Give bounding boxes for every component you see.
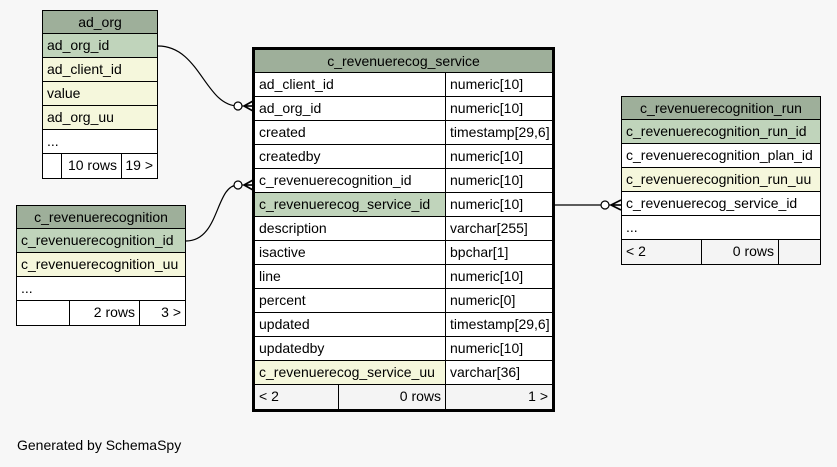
- column-name[interactable]: createdby: [255, 145, 446, 168]
- column-row[interactable]: c_revenuerecognition_id: [17, 229, 185, 253]
- column-name[interactable]: updatedby: [255, 337, 446, 360]
- table-ad-org[interactable]: ad_org ad_org_id ad_client_id value ad_o…: [42, 10, 158, 179]
- generated-by-caption: Generated by SchemaSpy: [17, 437, 182, 453]
- column-type: numeric[10]: [450, 100, 524, 116]
- column-name[interactable]: c_revenuerecog_service_uu: [255, 361, 446, 384]
- table-title[interactable]: c_revenuerecognition: [17, 206, 185, 229]
- column-row[interactable]: c_revenuerecognition_uu: [17, 253, 185, 277]
- link-revenuerecognition-circle: [233, 180, 243, 190]
- column-name[interactable]: created: [255, 121, 446, 144]
- column-type: numeric[10]: [450, 172, 524, 188]
- column-row[interactable]: c_revenuerecog_service_id: [622, 192, 820, 216]
- column-type: varchar[255]: [450, 220, 528, 236]
- table-title[interactable]: ad_org: [43, 11, 157, 34]
- column-row[interactable]: value: [43, 82, 157, 106]
- column-type: varchar[36]: [450, 364, 521, 380]
- table-title[interactable]: c_revenuerecognition_run: [622, 97, 820, 120]
- column-type: numeric[10]: [450, 268, 524, 284]
- column-name[interactable]: line: [255, 265, 446, 288]
- footer-parents[interactable]: < 2: [622, 240, 702, 264]
- column-row: ...: [622, 216, 820, 240]
- column-row[interactable]: ad_org_uu: [43, 106, 157, 130]
- column-row[interactable]: ad_org_id: [43, 34, 157, 58]
- column-row: ...: [17, 277, 185, 301]
- link-service-run-circle: [600, 200, 610, 210]
- footer-children[interactable]: 1 >: [446, 385, 552, 409]
- column-name[interactable]: updated: [255, 313, 446, 336]
- column-type: numeric[10]: [450, 148, 524, 164]
- footer-parents: [17, 301, 70, 325]
- table-footer: 2 rows 3 >: [17, 301, 185, 325]
- footer-parents: [43, 154, 62, 178]
- table-footer: < 2 0 rows: [622, 240, 820, 264]
- column-name[interactable]: c_revenuerecog_service_id: [255, 193, 446, 216]
- column-row[interactable]: c_revenuerecognition_run_uu: [622, 168, 820, 192]
- column-row[interactable]: c_revenuerecognition_run_id: [622, 120, 820, 144]
- link-ad-org-circle: [233, 101, 243, 111]
- column-name[interactable]: ad_org_id: [255, 97, 446, 120]
- table-c-revenuerecognition[interactable]: c_revenuerecognition c_revenuerecognitio…: [16, 205, 186, 326]
- link-revenuerecognition-crowfoot: [243, 179, 254, 191]
- column-row: ...: [43, 130, 157, 154]
- table-title[interactable]: c_revenuerecog_service: [255, 50, 552, 73]
- column-type: numeric[10]: [450, 340, 524, 356]
- footer-row-count: 2 rows: [70, 301, 140, 325]
- footer-row-count: 0 rows: [339, 385, 446, 409]
- link-revenuerecognition: [185, 184, 252, 242]
- footer-children[interactable]: 19 >: [125, 157, 153, 173]
- column-name[interactable]: percent: [255, 289, 446, 312]
- table-footer: 10 rows 19 >: [43, 154, 157, 178]
- footer-children[interactable]: 3 >: [161, 304, 181, 320]
- column-type: numeric[0]: [450, 292, 516, 308]
- link-ad-org: [157, 45, 252, 107]
- table-c-revenuerecognition-run[interactable]: c_revenuerecognition_run c_revenuerecogn…: [621, 96, 821, 265]
- column-name[interactable]: ad_client_id: [255, 73, 446, 96]
- column-type: numeric[10]: [450, 196, 524, 212]
- footer-children: [779, 240, 820, 264]
- column-type: bpchar[1]: [450, 244, 509, 260]
- column-name[interactable]: isactive: [255, 241, 446, 264]
- column-name[interactable]: c_revenuerecognition_id: [255, 169, 446, 192]
- link-ad-org-crowfoot: [243, 100, 254, 112]
- table-footer: < 2 0 rows 1 >: [255, 385, 552, 409]
- footer-row-count: 0 rows: [702, 240, 779, 264]
- link-service-run-crowfoot: [610, 199, 622, 211]
- column-name[interactable]: description: [255, 217, 446, 240]
- footer-row-count: 10 rows: [62, 154, 122, 178]
- column-type: timestamp[29,6]: [450, 124, 550, 140]
- column-type: numeric[10]: [450, 76, 524, 92]
- column-row[interactable]: c_revenuerecognition_plan_id: [622, 144, 820, 168]
- column-row[interactable]: ad_client_id: [43, 58, 157, 82]
- footer-parents[interactable]: < 2: [255, 385, 339, 409]
- column-type: timestamp[29,6]: [450, 316, 550, 332]
